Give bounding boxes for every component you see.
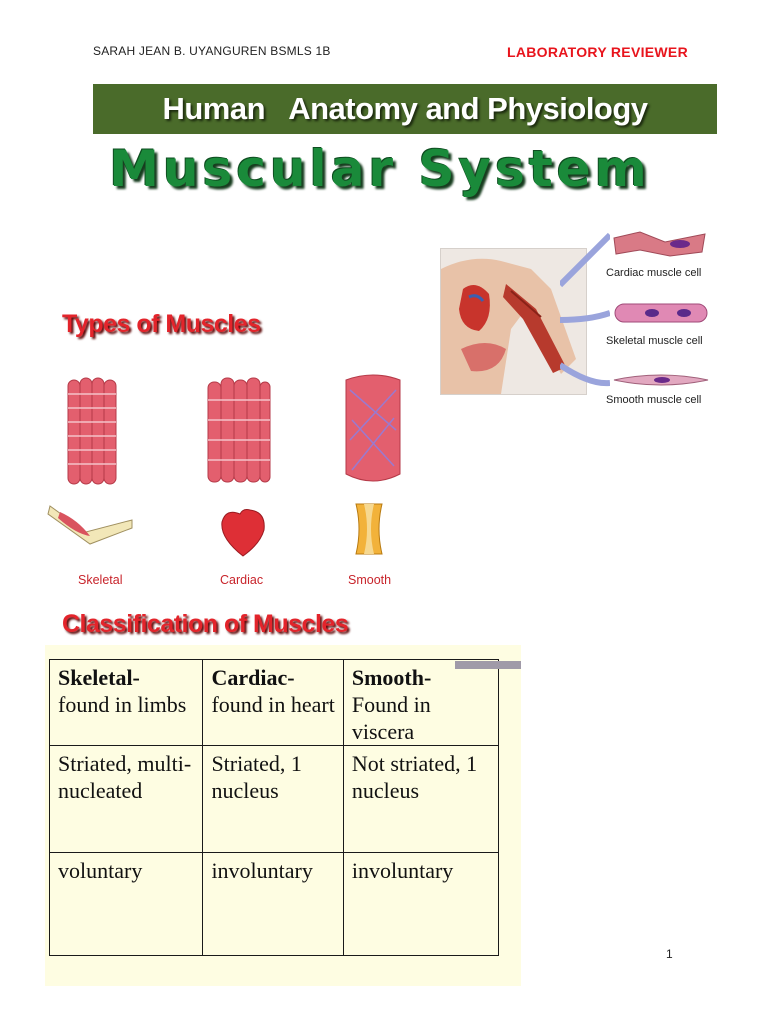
table-cell: Skeletal-found in limbs [48,659,204,746]
table-cell: Cardiac-found in heart [202,659,344,746]
table-row: Striated, multi-nucleated Striated, 1 nu… [48,745,500,853]
table-cell: involuntary [342,852,500,956]
table-cell: Striated, 1 nucleus [202,745,344,853]
cell-text: found in limbs [58,692,187,717]
cardiac-tissue-image [207,377,271,483]
label-cardiac: Cardiac [220,573,264,587]
label-smooth: Smooth [348,573,392,587]
skeletal-cell-image [614,303,708,323]
skeletal-arm-icon [47,505,133,545]
course-banner: Human Anatomy and Physiology [93,84,717,134]
caption-skeletal-cell: Skeletal muscle cell [606,335,703,347]
cell-heading: Cardiac- [211,665,295,690]
cell-text: found in heart [211,692,335,717]
table-cell: Striated, multi-nucleated [48,745,204,853]
heart-icon [221,509,265,557]
smooth-tissue-image [345,374,401,482]
smooth-vessel-icon [355,503,383,555]
table-cell: Not striated, 1 nucleus [342,745,500,853]
skeletal-tissue-image [67,377,117,485]
reviewer-label: LABORATORY REVIEWER [507,44,688,60]
table-row: voluntary involuntary involuntary [48,852,500,956]
table-cell: voluntary [48,852,204,956]
table-cell: Smooth-Found in viscera [342,659,500,746]
table-row: Skeletal-found in limbs Cardiac-found in… [48,659,500,746]
classification-heading: Classification of Muscles [62,610,349,638]
cell-heading: Skeletal- [58,665,140,690]
smooth-cell-image [613,374,709,386]
classification-table: Skeletal-found in limbs Cardiac-found in… [48,659,500,956]
table-decor-bar [455,661,521,669]
cell-text: Found in viscera [351,692,431,744]
caption-smooth-cell: Smooth muscle cell [606,394,702,406]
types-heading: Types of Muscles [62,310,261,338]
torso-figure [441,249,586,394]
page-number: 1 [666,947,673,961]
caption-cardiac-cell: Cardiac muscle cell [606,267,702,279]
cardiac-cell-image [613,231,706,257]
banner-title: Human Anatomy and Physiology [162,91,648,126]
classification-table-panel: Skeletal-found in limbs Cardiac-found in… [45,645,521,986]
table-cell: involuntary [202,852,344,956]
cell-heading: Smooth- [351,665,432,690]
author-line: SARAH JEAN B. UYANGUREN BSMLS 1B [93,44,331,58]
page-title: Muscular System [109,140,651,198]
label-skeletal: Skeletal [78,573,123,587]
muscle-body-illustration [440,248,587,395]
arrows-graphic [560,232,610,387]
